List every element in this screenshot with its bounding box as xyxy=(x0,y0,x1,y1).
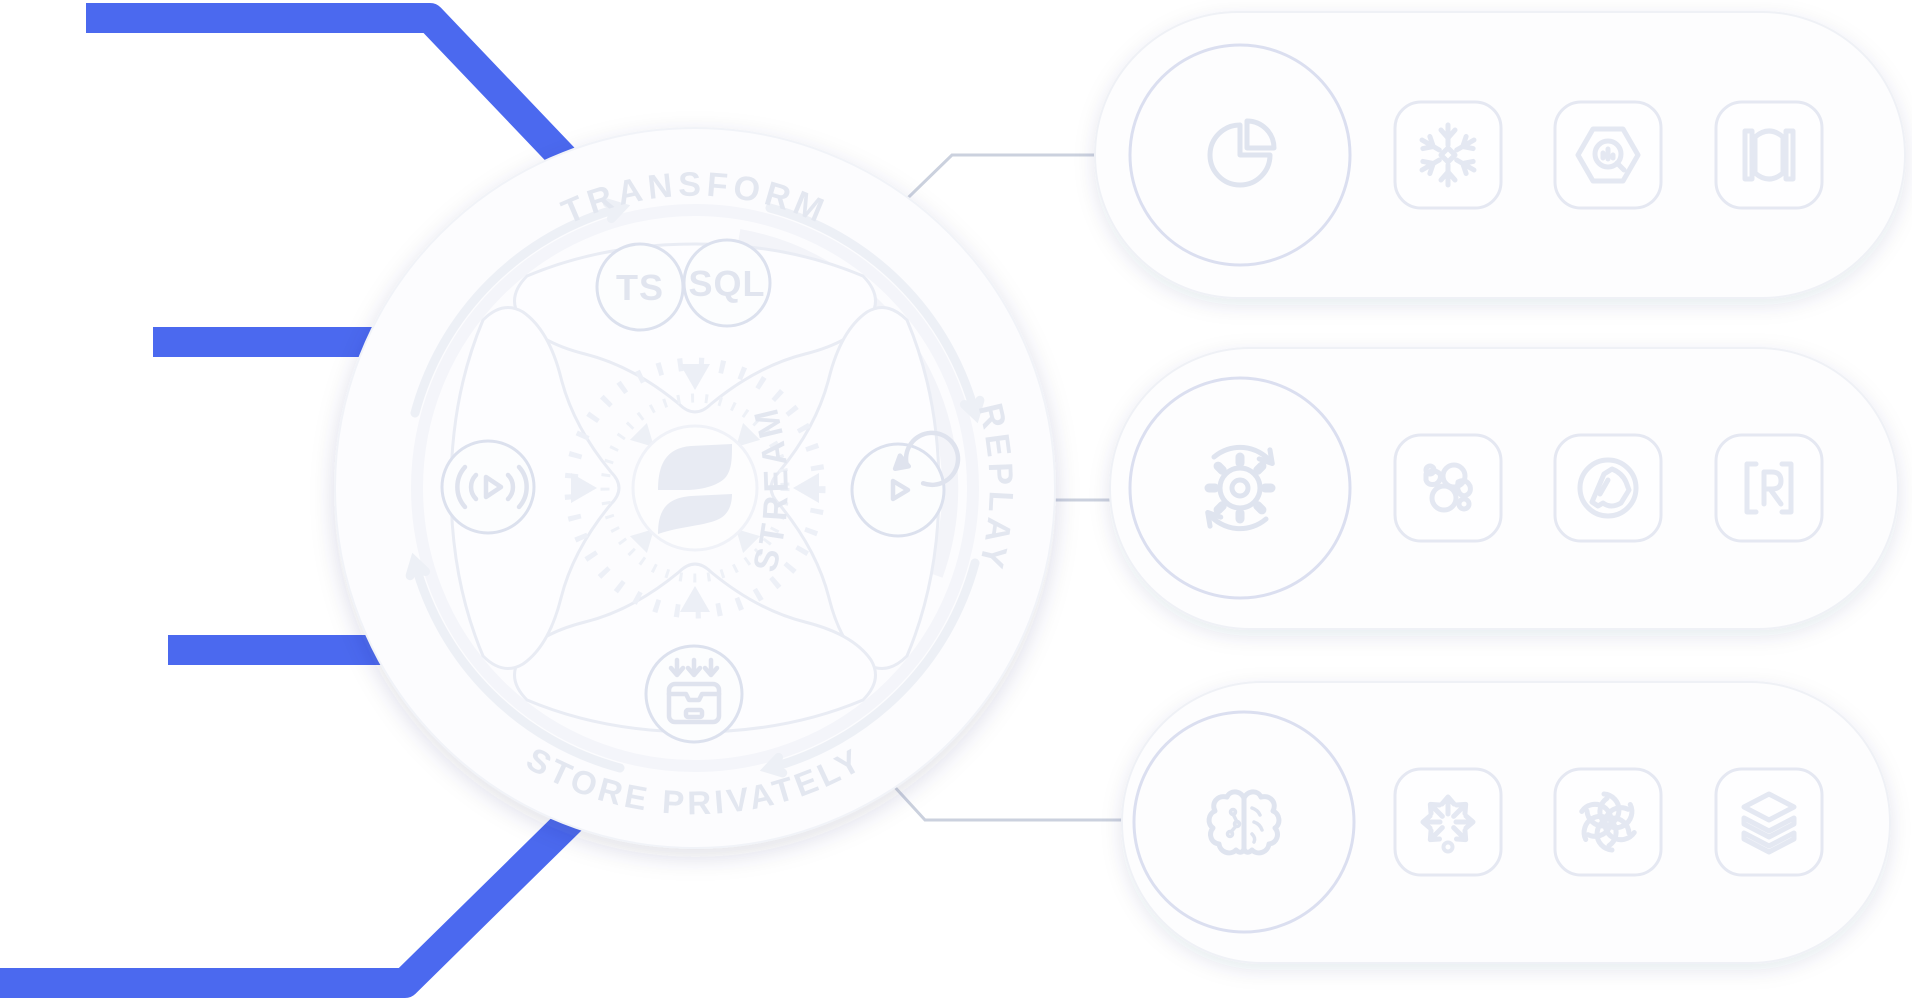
card-ai-circle xyxy=(1132,710,1356,934)
archive-inbox-icon xyxy=(666,657,722,725)
flow-arrowhead-icon xyxy=(959,395,985,424)
blue-pipe-top xyxy=(86,3,586,181)
openai-icon xyxy=(1579,791,1637,853)
tile-openai xyxy=(1553,767,1663,877)
dial-diagonal-arrows xyxy=(629,422,761,554)
card-processing xyxy=(1109,347,1899,630)
hub-faint-ring xyxy=(411,204,979,772)
replay-node xyxy=(850,430,961,538)
card-analytics-circle xyxy=(1128,43,1352,267)
broadcast-play-icon xyxy=(455,464,529,510)
bigquery-hexagon-icon xyxy=(1575,126,1641,184)
stream-node xyxy=(440,439,536,535)
blue-pipes xyxy=(0,3,596,998)
dial-cardinal-arrows xyxy=(571,364,819,612)
card-processing-circle xyxy=(1128,376,1352,600)
tile-snowflake xyxy=(1393,100,1503,210)
sql-badge-label: SQL xyxy=(688,263,765,304)
data-warehouse-brackets-icon xyxy=(1742,128,1796,182)
tile-warehouse xyxy=(1714,100,1824,210)
flow-arrowhead-icon xyxy=(602,198,631,224)
brain-icon xyxy=(1206,789,1282,856)
radiating-arrows-icon xyxy=(1420,794,1476,854)
snowflake-icon xyxy=(1419,122,1477,188)
blue-pipe-bottom xyxy=(0,795,596,998)
mascot-circle-icon xyxy=(1577,457,1639,519)
flowcore-logo-icon xyxy=(658,444,732,534)
hub-flow-arcs xyxy=(405,198,985,778)
stacked-layers-icon xyxy=(1741,791,1797,855)
tile-mascot xyxy=(1553,433,1663,543)
card-processing-pill xyxy=(1109,347,1899,630)
hub-circle: TS SQL xyxy=(334,127,1056,849)
replay-icon xyxy=(890,430,961,502)
badge-sql: SQL xyxy=(682,238,772,328)
card-ai-pill xyxy=(1121,681,1891,964)
flow-arrowhead-icon xyxy=(759,752,788,778)
r-brackets-icon xyxy=(1744,461,1794,515)
pie-chart-icon xyxy=(1207,118,1277,188)
tile-radiating-arrows xyxy=(1393,767,1503,877)
gear-sync-icon xyxy=(1204,444,1276,532)
dial-tick-ring-inner xyxy=(600,393,790,583)
hub-center-dial xyxy=(564,357,826,619)
sql-badge-circle xyxy=(682,238,772,328)
card-ai xyxy=(1121,681,1891,964)
flow-arrowhead-icon xyxy=(405,552,431,581)
ts-badge-label: TS xyxy=(616,267,664,308)
elasticsearch-cluster-icon xyxy=(1423,462,1473,513)
store-node xyxy=(644,644,744,744)
card-analytics xyxy=(1094,11,1906,299)
badge-ts: TS xyxy=(595,242,685,332)
